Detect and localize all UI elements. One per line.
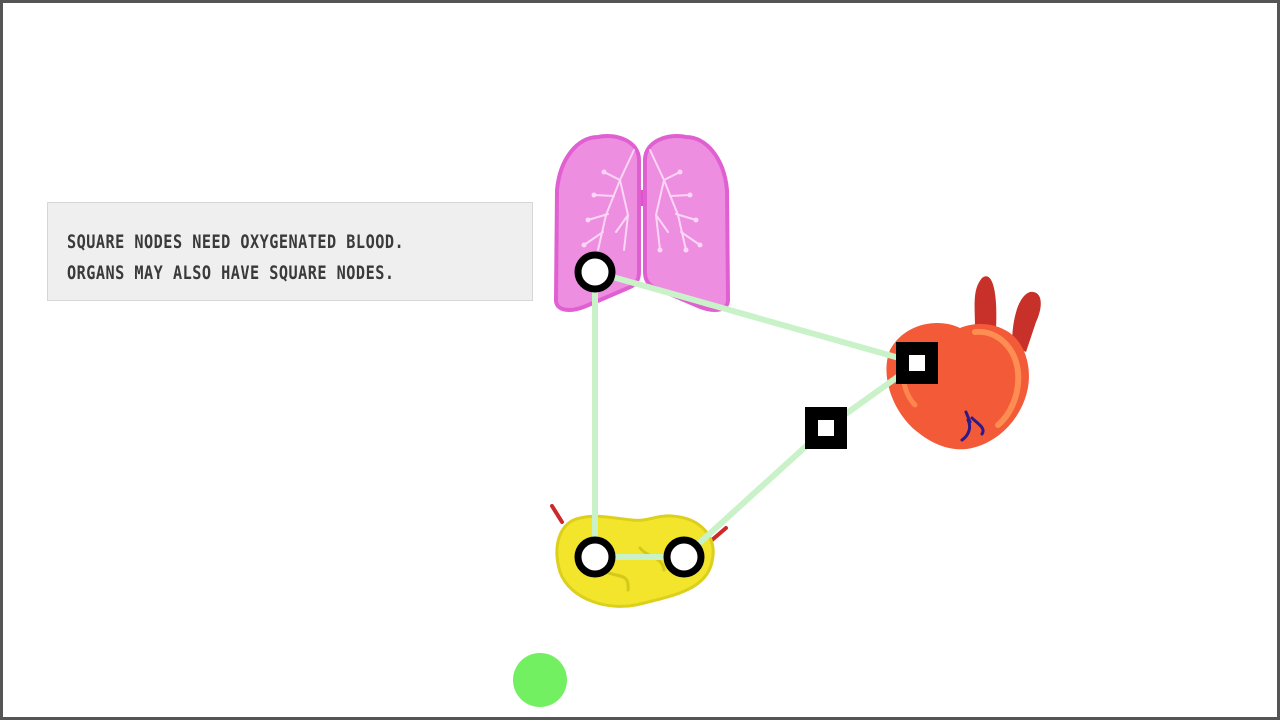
lungs-node[interactable] (574, 251, 616, 293)
vessel-network (592, 269, 920, 560)
hint-line-1: SQUARE NODES NEED OXYGENATED BLOOD. (67, 231, 405, 253)
heart-node-core (909, 355, 925, 371)
blood-source[interactable] (513, 653, 567, 707)
vessel-pancreas-path[interactable] (681, 425, 829, 560)
vessel-lungs-heart[interactable] (592, 269, 920, 366)
pancreas-node-left[interactable] (574, 536, 616, 578)
hint-line-2: ORGANS MAY ALSO HAVE SQUARE NODES. (67, 262, 395, 284)
pancreas-node-right[interactable] (663, 536, 705, 578)
hint-panel: SQUARE NODES NEED OXYGENATED BLOOD. ORGA… (47, 202, 533, 301)
path-node-core (818, 420, 834, 436)
